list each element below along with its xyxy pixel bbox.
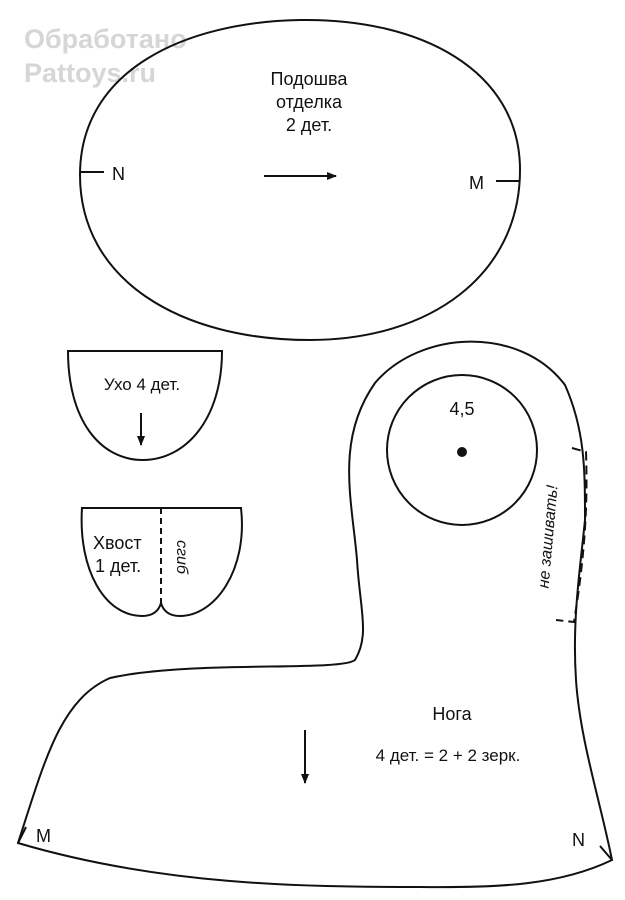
ear-piece: Ухо 4 дет. bbox=[66, 350, 224, 462]
leg-no-sew-label: не зашивать! bbox=[536, 484, 562, 589]
leg-count: 4 дет. = 2 + 2 зерк. bbox=[376, 746, 521, 765]
tail-piece: Хвост 1 дет. сгиб bbox=[80, 507, 243, 618]
leg-no-sew-dashed bbox=[555, 447, 588, 624]
leg-circle-label: 4,5 bbox=[449, 399, 474, 419]
leg-notch-m bbox=[17, 826, 27, 844]
leg-piece: 4,5 не зашивать! Нога 4 дет. = 2 + 2 зер… bbox=[16, 340, 614, 889]
tail-count: 1 дет. bbox=[95, 556, 141, 576]
sole-piece: N M Подошва отделка 2 дет. bbox=[78, 18, 522, 342]
tail-outline bbox=[80, 507, 243, 618]
leg-title: Нога bbox=[432, 704, 472, 724]
sole-subtitle: отделка bbox=[276, 92, 343, 112]
tail-name: Хвост bbox=[93, 533, 142, 553]
leg-notch-n bbox=[599, 845, 613, 861]
sole-count: 2 дет. bbox=[286, 115, 332, 135]
ear-label: Ухо 4 дет. bbox=[104, 375, 180, 394]
sole-mark-m: M bbox=[469, 173, 484, 193]
watermark-line-2: Pattoys.ru bbox=[24, 58, 157, 88]
watermark-line-1: Обработано bbox=[24, 24, 187, 54]
tail-fold-label: сгиб bbox=[173, 540, 190, 575]
sole-outline bbox=[78, 18, 522, 342]
leg-outline bbox=[16, 340, 614, 889]
ear-outline bbox=[66, 350, 224, 462]
leg-circle-center-dot bbox=[457, 447, 467, 457]
leg-mark-m: M bbox=[36, 826, 51, 846]
leg-mark-n: N bbox=[572, 830, 585, 850]
sole-title: Подошва bbox=[271, 69, 349, 89]
sole-mark-n: N bbox=[112, 164, 125, 184]
leg-circle bbox=[386, 374, 538, 526]
